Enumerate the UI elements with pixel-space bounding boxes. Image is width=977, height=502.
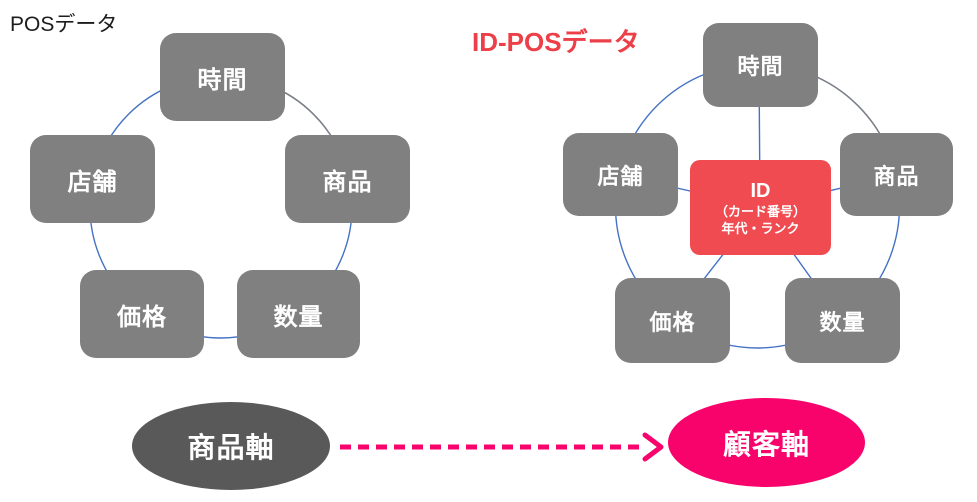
idpos-node-product: 商品 [840,133,953,216]
pos-title: POSデータ [10,13,118,36]
pos-node-quantity: 数量 [237,270,360,358]
age-rank-label: 年代・ランク [721,220,800,236]
customer-axis-label: 顧客軸 [722,428,810,460]
transition-arrow [340,432,664,462]
customer-axis-ellipse: 顧客軸 [668,398,865,487]
pos-node-time: 時間 [160,33,285,121]
pos-node-price: 価格 [80,270,204,358]
idpos-node-price: 価格 [615,278,730,363]
idpos-node-time: 時間 [703,23,818,107]
idpos-node-quantity: 数量 [785,278,900,363]
idpos-title: ID-POSデータ [472,27,640,57]
idpos-center-id-node: ID （カード番号） 年代・ランク [690,160,831,255]
transition-arrow-head [642,432,664,462]
pos-node-product: 商品 [285,135,410,223]
pos-node-store: 店舗 [30,135,155,223]
id-label: ID [750,179,771,202]
card-number-label: （カード番号） [714,203,806,219]
idpos-node-store: 店舗 [563,133,678,216]
product-axis-label: 商品軸 [187,432,275,463]
product-axis-ellipse: 商品軸 [132,402,330,490]
